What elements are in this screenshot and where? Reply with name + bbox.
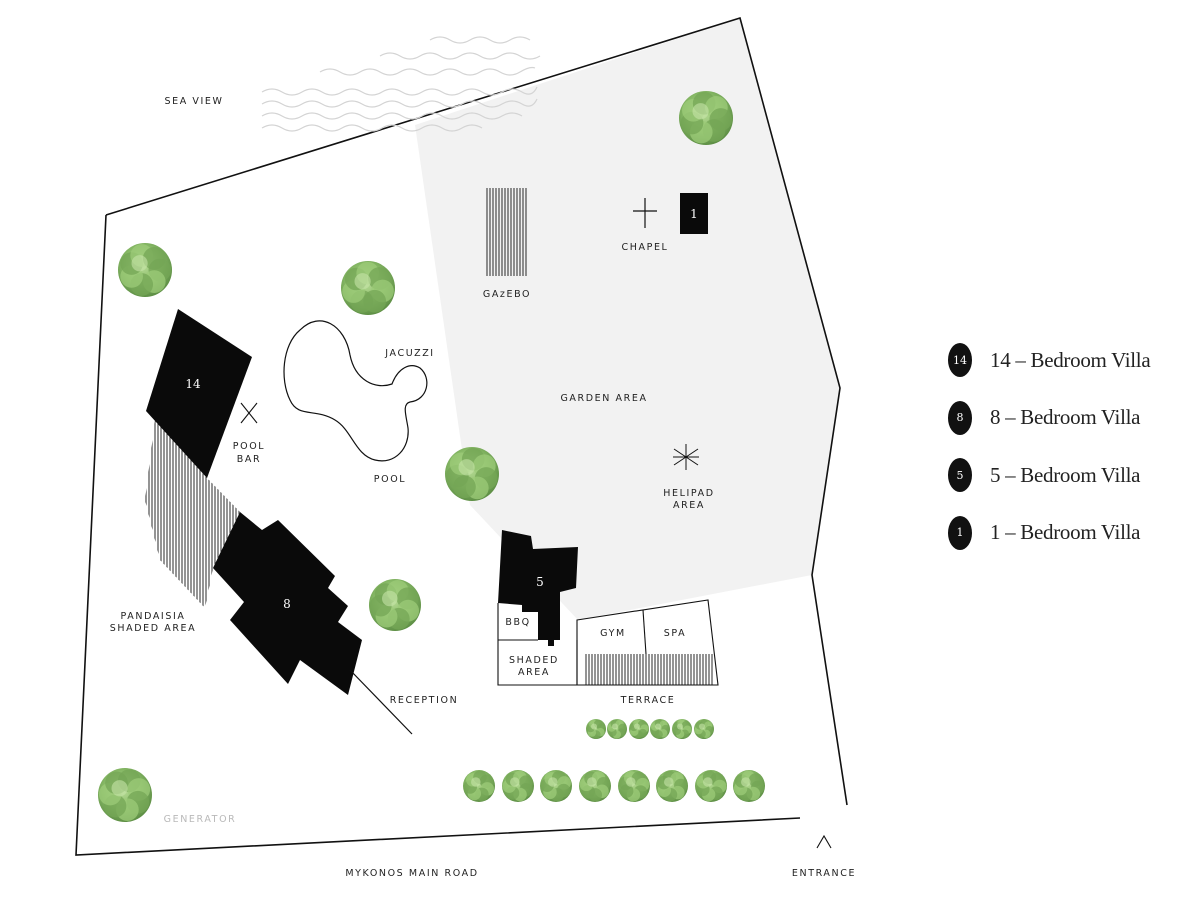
entrance-label: ENTRANCE	[792, 868, 856, 879]
tree-icon	[98, 768, 152, 822]
tree-icon	[629, 719, 649, 739]
garden-area-label: GARDEN AREA	[560, 393, 647, 404]
pool-bar-label-line2: BAR	[237, 454, 261, 465]
gym-spa-building	[576, 599, 719, 686]
legend-label-5: 5 – Bedroom Villa	[990, 462, 1141, 487]
jacuzzi-label: JACUZZI	[384, 348, 434, 359]
tree-icon	[695, 770, 727, 802]
pool-outline	[283, 320, 428, 462]
legend-item-14: 14 14 – Bedroom Villa	[948, 340, 1188, 380]
gazebo-structure	[486, 188, 527, 276]
tree-icon	[618, 770, 650, 802]
helipad-label-line1: HELIPAD	[663, 488, 714, 499]
tree-icon	[445, 447, 499, 501]
sea-waves-icon	[261, 36, 541, 132]
legend-label-8: 8 – Bedroom Villa	[990, 405, 1141, 429]
villa-1-number: 1	[690, 207, 698, 221]
chapel-cross-icon	[633, 198, 657, 228]
shaded-area-label-line1: SHADED	[509, 655, 559, 666]
legend-item-1: 1 1 – Bedroom Villa	[948, 513, 1188, 553]
shaded-area-label-line2: AREA	[518, 667, 550, 678]
generator-label: GENERATOR	[164, 814, 237, 825]
villa-8-building[interactable]: 8	[213, 512, 413, 735]
tree-icon	[118, 243, 172, 297]
villa-5-building[interactable]: 5	[498, 530, 578, 646]
tree-icon	[679, 91, 733, 145]
tree-icon	[579, 770, 611, 802]
tree-icon	[586, 719, 606, 739]
tree-icon	[463, 770, 495, 802]
legend-badge-14: 14	[948, 343, 972, 377]
tree-icon	[656, 770, 688, 802]
villa-5-number: 5	[536, 575, 544, 589]
tree-icon	[540, 770, 572, 802]
entrance-arrow-icon	[816, 834, 832, 849]
legend-badge-1: 1	[948, 515, 972, 550]
reception-label: RECEPTION	[390, 695, 459, 706]
tree-icon	[502, 770, 534, 802]
tree-icon	[341, 261, 395, 315]
map-legend: 14 14 – Bedroom Villa 8 8 – Bedroom Vill…	[948, 340, 1188, 570]
legend-item-5: 5 5 – Bedroom Villa	[948, 455, 1188, 495]
gazebo-label: GAzEBO	[483, 289, 531, 300]
legend-label-14: 14 – Bedroom Villa	[990, 347, 1151, 372]
garden-area-zone	[415, 18, 840, 620]
pool-bar-label-line1: POOL	[233, 441, 265, 452]
main-road-label: MYKONOS MAIN ROAD	[345, 868, 478, 879]
tree-icon	[733, 770, 765, 802]
tree-icon	[672, 719, 692, 739]
property-boundary-west	[75, 214, 801, 856]
tree-icon	[369, 579, 421, 631]
bbq-label: BBQ	[505, 617, 530, 628]
helipad-icon	[673, 444, 699, 470]
villa-1-building[interactable]: 1	[680, 193, 708, 234]
spa-label: SPA	[664, 628, 686, 639]
tree-icon	[694, 719, 714, 739]
helipad-label-line2: AREA	[673, 500, 705, 511]
terrace-deck	[585, 654, 713, 685]
villa-14-number: 14	[185, 377, 201, 391]
tree-icon	[607, 719, 627, 739]
trees-group	[98, 91, 765, 822]
gym-label: GYM	[600, 628, 626, 639]
sea-view-label: SEA VIEW	[164, 96, 223, 107]
legend-badge-5: 5	[948, 458, 972, 492]
property-boundary	[105, 16, 848, 806]
legend-badge-8: 8	[948, 400, 972, 435]
legend-item-8: 8 8 – Bedroom Villa	[948, 398, 1188, 438]
pool-bar-icon	[240, 402, 258, 424]
villa-14-building[interactable]: 14	[146, 309, 252, 478]
pool-label: POOL	[374, 474, 406, 485]
tree-icon	[650, 719, 670, 739]
terrace-label: TERRACE	[620, 695, 676, 706]
villa-8-number: 8	[283, 597, 291, 611]
legend-label-1: 1 – Bedroom Villa	[990, 520, 1141, 544]
pandaisia-label-line1: PANDAISIA	[121, 611, 186, 622]
pandaisia-label-line2: SHADED AREA	[110, 623, 197, 634]
chapel-label: CHAPEL	[622, 242, 669, 253]
